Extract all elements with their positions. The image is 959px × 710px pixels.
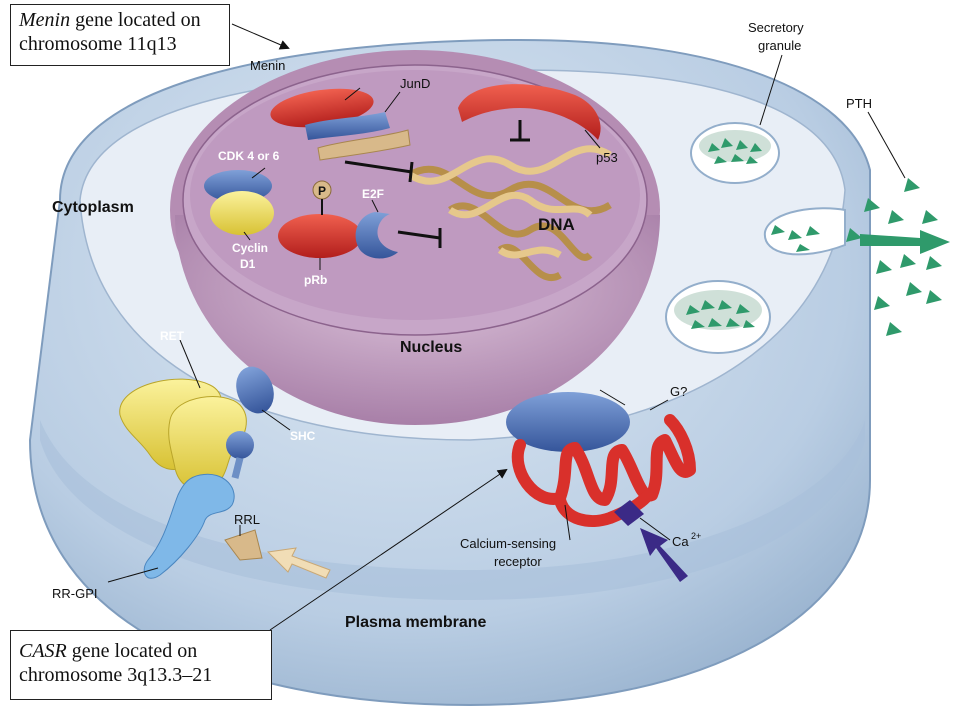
cyclin-label-1: Cyclin	[232, 241, 268, 255]
inhibition-lines	[344, 120, 530, 248]
casr-gene-box: CASR gene located on chromosome 3q13.3–2…	[10, 630, 272, 700]
menin-gene-box: Menin gene located on chromosome 11q13	[10, 4, 230, 66]
g-protein	[506, 392, 630, 452]
cyclin-label-2: D1	[240, 257, 256, 271]
rr-gpi-receptor	[143, 473, 235, 579]
secretory-granule-top	[690, 122, 780, 184]
pth-released	[846, 178, 942, 336]
cdk-label: CDK 4 or 6	[218, 149, 280, 163]
menin-label: Menin	[250, 58, 285, 73]
dna-helix	[408, 145, 612, 281]
g-protein-label: G?	[670, 384, 687, 399]
rrl-label: RRL	[234, 512, 260, 527]
shc-protein	[236, 366, 274, 414]
nucleus-label: Nucleus	[400, 339, 462, 356]
rrl-ligand	[224, 529, 263, 561]
casr-label-2: receptor	[494, 554, 542, 569]
phosphate-label: P	[318, 184, 326, 198]
casr-gene-line-1: CASR gene located on	[19, 639, 263, 663]
e2f-label: E2F	[362, 187, 384, 201]
prb-protein	[278, 214, 362, 258]
calcium-label: Ca	[672, 534, 689, 549]
exocytosis-pocket	[763, 207, 846, 256]
e2f-protein	[355, 212, 398, 259]
ret-stalk-ball	[226, 431, 254, 459]
cytoplasm-label: Cytoplasm	[52, 199, 134, 216]
menin-gene-text: gene located on	[70, 9, 201, 31]
casr-gene-line-2: chromosome 3q13.3–21	[19, 664, 213, 686]
menin-gene-name: Menin	[19, 9, 71, 31]
secretory-label-2: granule	[758, 38, 801, 53]
dna-label: DNA	[538, 215, 575, 234]
p53-label: p53	[596, 150, 618, 165]
rrl-arrow	[266, 547, 331, 579]
secretory-label-1: Secretory	[748, 20, 804, 35]
ret-label: RET	[160, 329, 185, 343]
casr-gene-name: CASR	[19, 640, 67, 662]
cyclin-d1-protein	[210, 191, 274, 235]
calcium-arrow	[640, 528, 688, 582]
casr-gene-text: gene located on	[66, 640, 198, 662]
p53-protein	[458, 84, 601, 140]
prb-label: pRb	[304, 273, 327, 287]
menin-gene-line-2: chromosome 11q13	[19, 33, 177, 55]
calcium-ion	[614, 500, 644, 526]
shc-label: SHC	[290, 429, 316, 443]
casr-receptor	[511, 414, 696, 506]
plasma-membrane-label: Plasma membrane	[345, 614, 487, 631]
ret-receptor	[119, 378, 247, 491]
casr-label-1: Calcium-sensing	[460, 536, 556, 551]
pointer-lines	[107, 23, 906, 631]
menin-gene-line-1: Menin gene located on	[19, 8, 221, 32]
pth-in-pocket	[771, 225, 820, 252]
calcium-charge: 2+	[691, 531, 701, 541]
jund-label: JunD	[400, 76, 430, 91]
pth-release-arrow	[860, 230, 950, 254]
rr-gpi-label: RR-GPI	[52, 586, 98, 601]
secretory-granule-bottom	[665, 280, 771, 354]
jund-protein	[305, 112, 411, 161]
pth-label: PTH	[846, 96, 872, 111]
